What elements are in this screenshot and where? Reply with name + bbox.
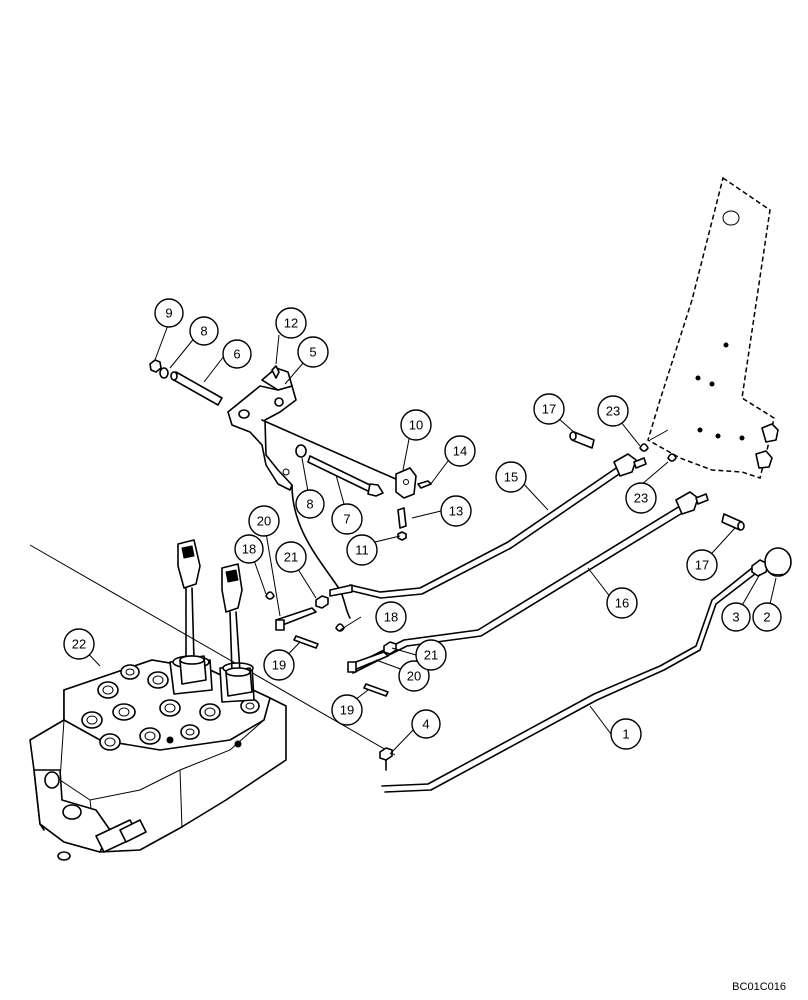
drawing-reference-code: BC01C016 [732,981,786,993]
svg-text:8: 8 [200,324,207,339]
solenoid-switches [177,539,253,697]
svg-text:15: 15 [504,470,518,485]
callout-8-upper: 8 [189,316,219,346]
pin-19-right [363,683,389,697]
shaft-6 [171,371,223,406]
svg-text:3: 3 [732,610,739,625]
clevis-assembly [395,467,432,541]
callout-23-upper: 23 [597,395,629,427]
callout-17-upper: 17 [533,393,565,425]
washer-8-upper [159,367,169,379]
callout-12: 12 [275,307,307,339]
rod-15 [329,431,677,599]
frame-plate [647,176,779,479]
spacer-13 [397,507,407,529]
svg-text:18: 18 [384,610,398,625]
svg-text:20: 20 [257,514,271,529]
callout-4: 4 [411,709,441,739]
svg-text:16: 16 [615,596,629,611]
pivot-assembly [149,359,399,619]
link-parts [265,591,397,697]
svg-text:8: 8 [306,497,313,512]
svg-text:22: 22 [72,637,86,652]
callout-5: 5 [297,336,329,368]
svg-text:4: 4 [422,717,429,732]
svg-text:12: 12 [284,316,298,331]
callout-14: 14 [444,435,476,467]
reference-line [29,544,396,756]
nut-9 [149,359,162,373]
callout-3: 3 [721,602,751,632]
nut-4 [379,747,393,761]
callout-16: 16 [606,587,638,619]
rod-15-clevis [613,453,637,477]
rod-16-clevis [675,491,699,515]
clip-18-left [265,591,275,600]
callout-17-lower: 17 [686,549,718,581]
svg-text:9: 9 [165,306,172,321]
nut-21-right [383,641,397,655]
svg-text:19: 19 [340,703,354,718]
bolt-7 [307,455,373,493]
clevis-10 [395,467,417,499]
svg-text:10: 10 [409,418,423,433]
callout-8-lower: 8 [295,489,325,519]
callout-11: 11 [346,534,378,566]
callout-22: 22 [63,628,95,660]
svg-text:7: 7 [343,512,350,527]
callout-21-left: 21 [275,541,307,573]
svg-text:23: 23 [606,404,620,419]
svg-text:23: 23 [634,491,648,506]
callout-23-lower: 23 [625,482,657,514]
rod-16 [349,491,745,674]
callout-7: 7 [331,503,363,535]
callout-19-left: 19 [263,649,295,681]
svg-text:13: 13 [449,504,463,519]
callout-1: 1 [610,718,642,750]
svg-text:1: 1 [622,727,629,742]
washer-8-lower [295,444,307,458]
callout-21-right: 21 [415,639,447,671]
svg-text:11: 11 [355,543,369,558]
svg-text:5: 5 [309,345,316,360]
callout-20-left: 20 [248,505,280,537]
svg-text:2: 2 [763,610,770,625]
callout-19-right: 19 [331,694,363,726]
nut-21-left [315,595,329,609]
pin-14 [417,480,432,489]
callout-18-right: 18 [375,601,407,633]
svg-text:21: 21 [424,648,438,663]
clip-23-upper [639,443,649,452]
rod-1-assembly [379,547,792,793]
svg-text:6: 6 [233,347,240,362]
nut-3 [751,559,769,577]
pin-12 [271,365,280,379]
bracket-5 [227,385,297,491]
callout-10: 10 [400,409,432,441]
svg-text:21: 21 [284,550,298,565]
callout-18-left: 18 [234,534,264,564]
callout-2: 2 [752,602,782,632]
pin-19-left [293,635,319,649]
svg-text:19: 19 [272,658,286,673]
clip-23-lower [667,453,677,462]
callout-15: 15 [495,461,527,493]
callout-6: 6 [222,339,252,369]
svg-text:17: 17 [542,402,556,417]
svg-text:14: 14 [453,444,467,459]
svg-text:20: 20 [407,669,421,684]
nut-11 [397,531,407,541]
svg-text:18: 18 [242,542,256,557]
callout-9: 9 [154,298,184,328]
callout-13: 13 [440,495,472,527]
callout-20-right: 20 [398,660,430,692]
knob-2 [764,547,792,577]
svg-text:17: 17 [695,558,709,573]
